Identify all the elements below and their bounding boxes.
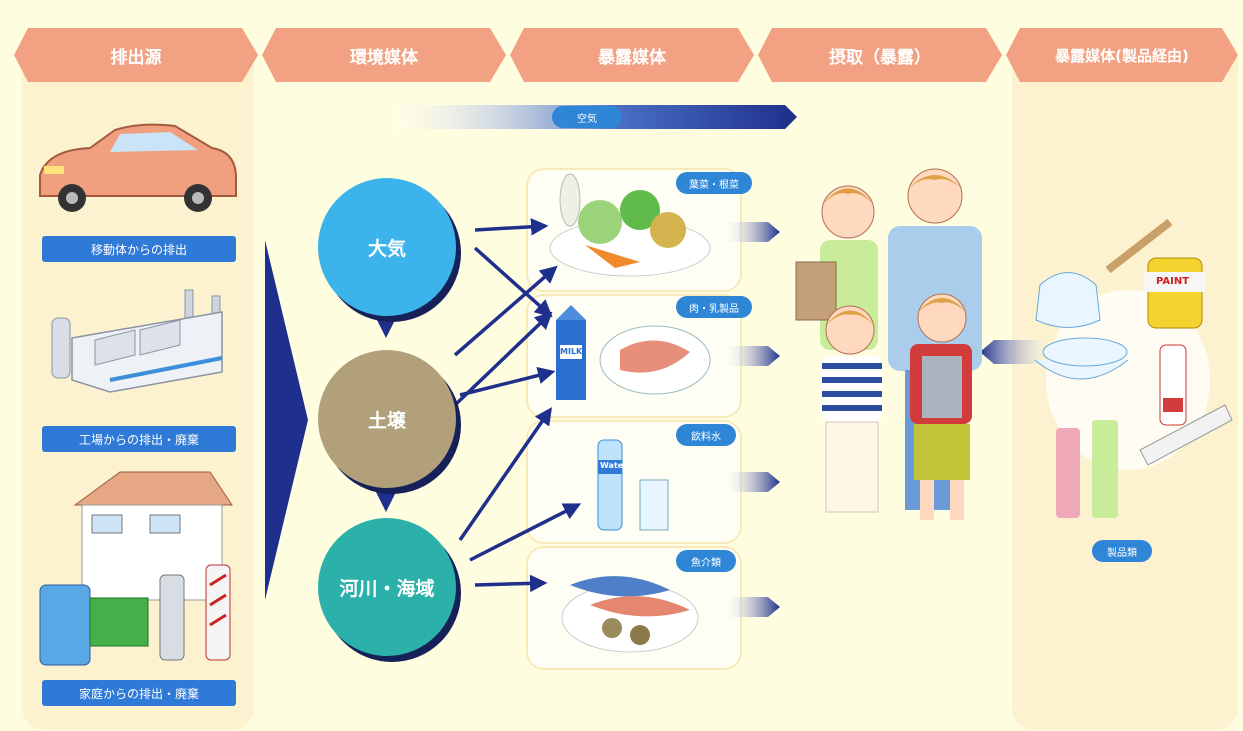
source-label-household: 家庭からの排出・廃棄 [42,680,236,706]
stage-environment-label: 環境媒体 [350,47,418,68]
milk-carton-text: MILK [560,347,583,356]
stage-exposure-media-label: 暴露媒体 [598,47,666,68]
source-label-factory: 工場からの排出・廃棄 [42,426,236,452]
intake-arrows [725,222,780,617]
stage-product-exposure-label: 暴露媒体(製品経由) [1055,46,1189,65]
product-illustration [1034,218,1233,518]
factory-illustration [51,289,223,393]
exposure-pill-water: 飲料水 [676,424,736,446]
media-water-label: 河川・海域 [339,577,435,600]
media-air-label: 大気 [367,237,406,260]
stage-source: 排出源 [14,28,258,82]
source-label-factory-text: 工場からの排出・廃棄 [78,432,199,447]
stage-product-exposure: 暴露媒体(製品経由) [1006,28,1238,82]
source-label-household-text: 家庭からの排出・廃棄 [78,686,199,701]
car-illustration [39,123,237,212]
source-flow-arrow [265,240,308,600]
seafood-illustration [561,576,699,653]
air-pill: 空気 [552,106,622,128]
stage-source-label: 排出源 [110,47,162,68]
media-air-circle: 大気 [318,178,456,316]
air-pill-label: 空気 [577,113,597,125]
house-illustration [39,471,233,666]
exposure-pill-vegetables-label: 葉菜・根菜 [689,179,739,191]
exposure-pill-meat-dairy-label: 肉・乳製品 [689,303,739,315]
stage-intake-label: 摂取（暴露） [829,47,931,68]
products-pill: 製品類 [1092,540,1152,562]
transfer-arrows [453,218,582,593]
exposure-pill-seafood: 魚介類 [676,550,736,572]
water-bottle-text: Water [600,461,628,470]
vegetable-illustration [549,173,711,277]
exposure-pill-vegetables: 葉菜・根菜 [676,172,752,194]
product-intake-arrow [980,340,1052,364]
products-pill-label: 製品類 [1107,547,1137,559]
exposure-pill-water-label: 飲料水 [691,431,721,443]
meat-milk-illustration [556,305,711,400]
paint-can-text: PAINT [1156,276,1190,287]
source-label-mobile: 移動体からの排出 [42,236,236,262]
source-label-mobile-text: 移動体からの排出 [90,242,187,257]
media-soil-circle: 土壌 [318,350,456,488]
media-water-circle: 河川・海域 [318,518,456,656]
family-illustration [795,168,982,520]
stage-exposure-media: 暴露媒体 [510,28,754,82]
exposure-pill-seafood-label: 魚介類 [691,557,721,569]
exposure-pill-meat-dairy: 肉・乳製品 [676,296,752,318]
water-illustration [597,439,669,531]
media-soil-label: 土壌 [367,409,406,432]
stage-environment: 環境媒体 [262,28,506,82]
stage-intake: 摂取（暴露） [758,28,1002,82]
